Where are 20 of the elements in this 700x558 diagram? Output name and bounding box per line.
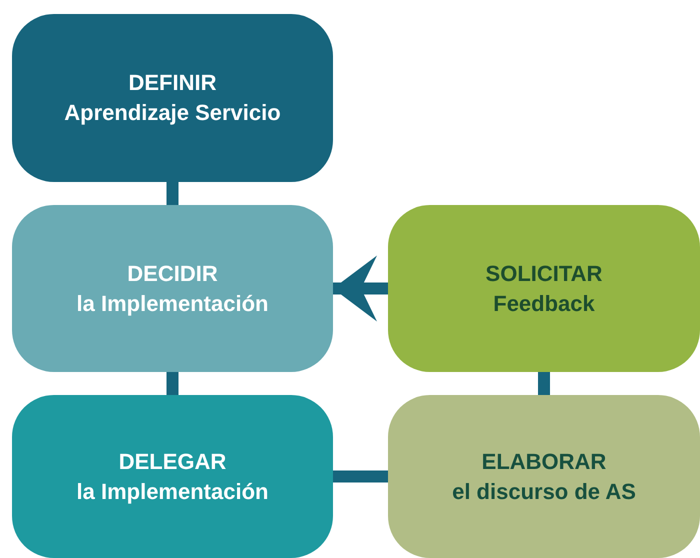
box-heading: ELABORAR bbox=[482, 448, 606, 476]
rounded-box bbox=[12, 14, 333, 182]
box-heading: DELEGAR bbox=[118, 448, 226, 476]
box-heading: SOLICITAR bbox=[486, 260, 602, 288]
rounded-box bbox=[12, 205, 333, 372]
rounded-box bbox=[388, 205, 700, 372]
connector-line bbox=[333, 470, 388, 482]
box-subtitle: la Implementación bbox=[76, 290, 268, 318]
connector-line bbox=[538, 372, 550, 395]
box-subtitle: la Implementación bbox=[76, 478, 268, 506]
arrow bbox=[333, 256, 388, 322]
connector-line bbox=[166, 372, 178, 395]
box-subtitle: el discurso de AS bbox=[452, 478, 636, 506]
box-subtitle: Feedback bbox=[493, 290, 595, 318]
rounded-box bbox=[12, 395, 333, 558]
box-heading: DEFINIR bbox=[128, 69, 216, 97]
box-heading: DECIDIR bbox=[127, 260, 218, 288]
connector-line bbox=[166, 182, 178, 205]
rounded-box bbox=[388, 395, 700, 558]
box-subtitle: Aprendizaje Servicio bbox=[64, 99, 281, 127]
